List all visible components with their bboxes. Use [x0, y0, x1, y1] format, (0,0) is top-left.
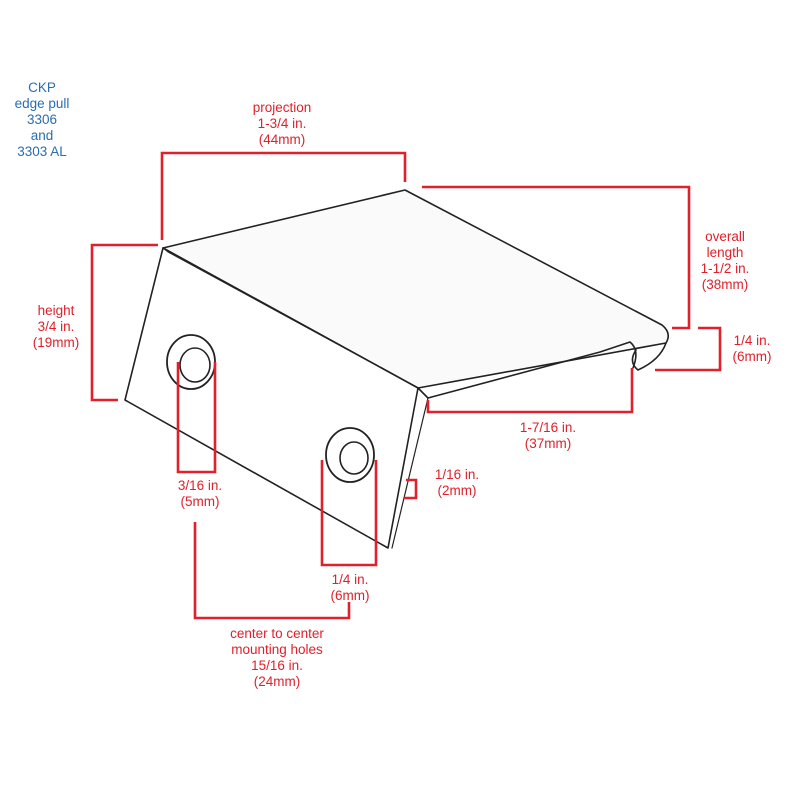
large-hole-label-line: 1/4 in. [331, 572, 369, 587]
thickness-label: 1/16 in. (2mm) [424, 467, 490, 499]
overall-length-label-line: overall [705, 229, 745, 244]
dimension-lines [90, 151, 722, 620]
projection-label-line: 1-3/4 in. [257, 116, 307, 131]
back-edge [391, 397, 429, 549]
front-thickness [162, 247, 419, 389]
title-line: edge pull [14, 96, 70, 111]
center-to-center-label-line: 15/16 in. [251, 658, 303, 673]
overall-length-label-line: (38mm) [701, 277, 749, 292]
lip-curl [631, 342, 667, 371]
projection-line [160, 151, 407, 240]
projection-label-line: projection [252, 100, 312, 115]
large-hole-label-line: (6mm) [330, 588, 370, 603]
title-line: CKP [28, 80, 56, 95]
inner-width-label-line: (37mm) [524, 436, 572, 451]
large-hole-label: 1/4 in. (6mm) [318, 572, 382, 604]
inner-width-label: 1-7/16 in. (37mm) [508, 420, 588, 452]
lip-depth-label: 1/4 in. (6mm) [724, 333, 780, 365]
hole-right-outer [325, 427, 375, 483]
thickness-line [404, 478, 418, 500]
inner-width-label-line: 1-7/16 in. [519, 420, 577, 435]
center-to-center-label-line: mounting holes [231, 642, 323, 657]
lip-depth-line [655, 326, 722, 372]
center-to-center-label: center to center mounting holes 15/16 in… [214, 626, 340, 690]
height-line [90, 243, 158, 402]
overall-length-label-line: length [706, 245, 744, 260]
projection-label-line: (44mm) [258, 132, 306, 147]
center-to-center-label-line: (24mm) [253, 674, 301, 689]
hole-left-inner [179, 347, 211, 383]
small-hole-line [176, 362, 217, 474]
small-hole-label: 3/16 in. (5mm) [165, 478, 235, 510]
height-label-line: (19mm) [32, 335, 80, 350]
edge-pull-drawing [124, 189, 670, 549]
height-label-line: 3/4 in. [37, 319, 75, 334]
large-hole-line [320, 460, 378, 567]
overall-length-label: overall length 1-1/2 in. (38mm) [690, 229, 760, 293]
thickness-label-line: (2mm) [437, 483, 477, 498]
title-line: and [30, 128, 54, 143]
title-line: 3303 AL [17, 144, 67, 159]
hole-right-inner [339, 441, 369, 475]
thickness-label-line: 1/16 in. [434, 467, 480, 482]
product-title: CKP edge pull 3306 and 3303 AL [0, 80, 84, 160]
center-to-center-label-line: center to center [230, 626, 324, 641]
projection-label: projection 1-3/4 in. (44mm) [230, 100, 334, 148]
height-label-line: height [37, 303, 75, 318]
underside-lip [417, 341, 637, 399]
small-hole-label-line: 3/16 in. [177, 478, 223, 493]
title-line: 3306 [26, 112, 58, 127]
inner-width-line [426, 368, 634, 414]
overall-length-line [422, 185, 691, 330]
lip-depth-label-line: 1/4 in. [733, 333, 771, 348]
lip-depth-label-line: (6mm) [732, 349, 772, 364]
overall-length-label-line: 1-1/2 in. [700, 261, 750, 276]
height-label: height 3/4 in. (19mm) [24, 303, 88, 351]
center-to-center-line [193, 522, 351, 620]
small-hole-label-line: (5mm) [180, 494, 220, 509]
